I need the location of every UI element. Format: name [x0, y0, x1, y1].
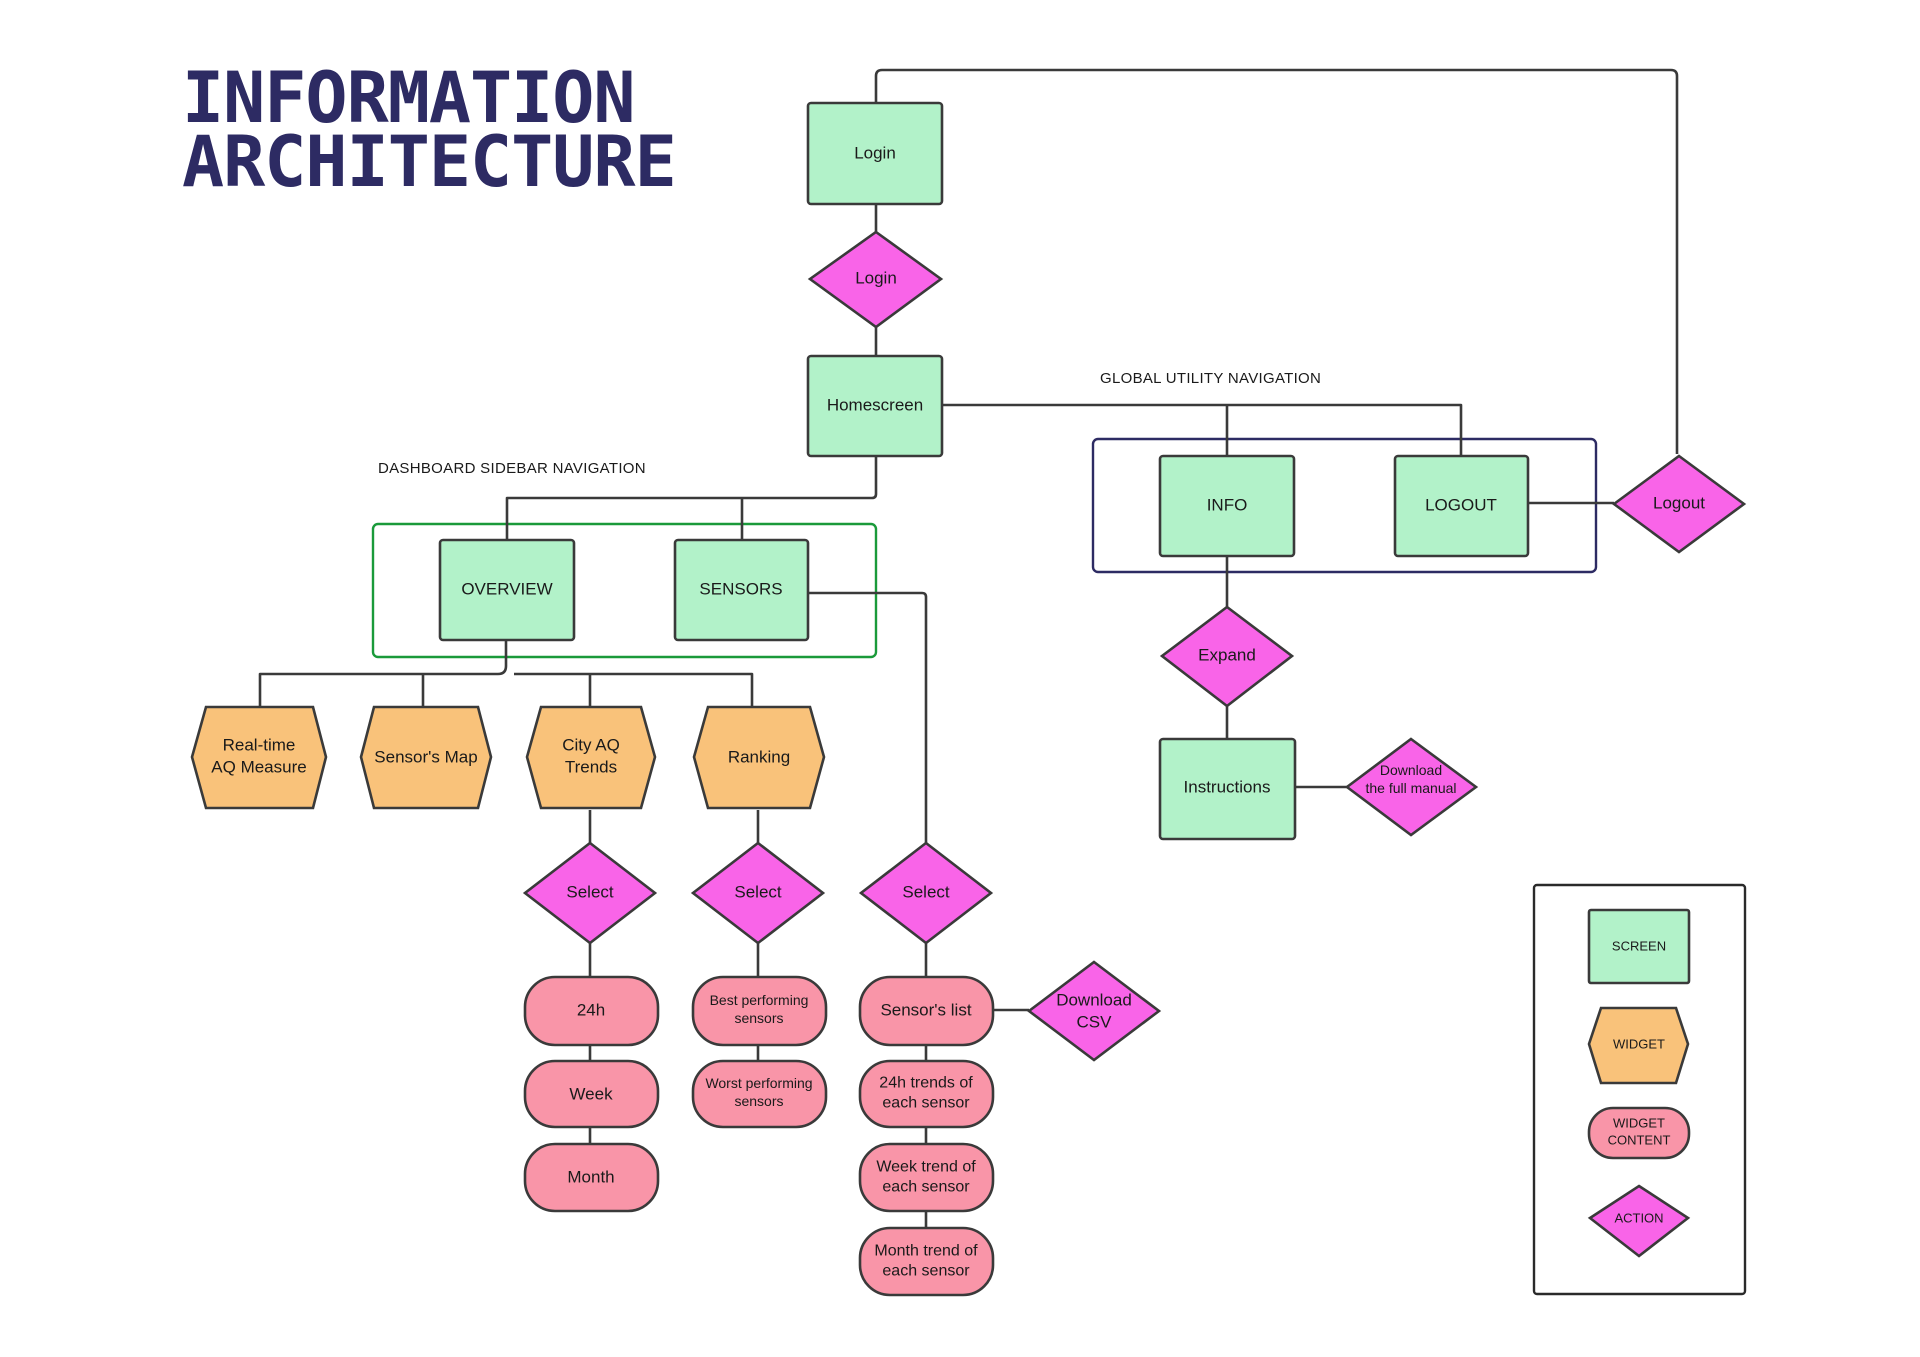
global-utility-group	[1091, 437, 1598, 574]
action-download-csv-label-2: CSV	[1077, 1013, 1113, 1032]
title-line-1: INFORMATION	[182, 57, 635, 139]
action-expand-label: Expand	[1198, 646, 1256, 665]
widget-city-trends-label-1: City AQ	[562, 736, 620, 755]
screen-homescreen-label: Homescreen	[827, 396, 923, 415]
widget-ranking: Ranking	[692, 705, 826, 810]
content-week-trend: Week trend of each sensor	[858, 1142, 995, 1213]
screen-info: INFO	[1158, 454, 1296, 558]
action-logout-label: Logout	[1653, 494, 1705, 513]
legend-widget-content: WIDGET CONTENT	[1587, 1106, 1691, 1160]
widget-realtime-label-1: Real-time	[223, 736, 296, 755]
connectors	[258, 68, 1679, 1228]
content-month-label: Month	[567, 1168, 614, 1187]
content-24h-label: 24h	[577, 1001, 605, 1020]
content-24h: 24h	[523, 975, 660, 1047]
legend-widget-content-label-2: CONTENT	[1608, 1133, 1671, 1148]
widget-ranking-label: Ranking	[728, 748, 790, 767]
legend-widget: WIDGET	[1587, 1006, 1690, 1085]
content-sensors-list: Sensor's list	[858, 975, 995, 1047]
widget-city-aq-trends: City AQ Trends	[525, 705, 657, 810]
action-select-ranking: Select	[690, 841, 826, 945]
title-line-2: ARCHITECTURE	[182, 121, 676, 203]
screen-info-label: INFO	[1207, 496, 1248, 515]
screen-overview-label: OVERVIEW	[461, 580, 552, 599]
action-expand: Expand	[1159, 605, 1295, 708]
content-week-label: Week	[569, 1085, 613, 1104]
content-worst-label-1: Worst performing	[705, 1075, 812, 1091]
content-month: Month	[523, 1142, 660, 1213]
content-month-trend-label-1: Month trend of	[874, 1243, 978, 1260]
action-download-manual-label-2: the full manual	[1365, 780, 1456, 796]
content-worst-performing-sensors: Worst performing sensors	[691, 1059, 828, 1129]
content-week: Week	[523, 1059, 660, 1129]
action-select-sensors-label: Select	[902, 883, 950, 902]
action-download-manual-label-1: Download	[1380, 762, 1442, 778]
widget-realtime-label-2: AQ Measure	[211, 758, 306, 777]
diagram-title: INFORMATION ARCHITECTURE	[182, 57, 677, 203]
screen-sensors: SENSORS	[673, 538, 810, 642]
screen-overview: OVERVIEW	[438, 538, 576, 642]
content-24h-trends: 24h trends of each sensor	[858, 1059, 995, 1129]
action-download-csv: Download CSV	[1026, 960, 1162, 1062]
legend-action: ACTION	[1587, 1184, 1691, 1258]
widget-sensors-map-label: Sensor's Map	[374, 748, 477, 767]
screen-logout-label: LOGOUT	[1425, 496, 1497, 515]
content-best-label-2: sensors	[734, 1010, 783, 1026]
screen-login-label: Login	[854, 144, 896, 163]
content-week-trend-label-1: Week trend of	[876, 1159, 976, 1176]
content-sensors-list-label: Sensor's list	[880, 1001, 971, 1020]
legend-screen: SCREEN	[1587, 908, 1691, 985]
action-select-trends: Select	[522, 841, 658, 945]
legend-widget-content-label-1: WIDGET	[1613, 1116, 1665, 1131]
action-login: Login	[807, 230, 944, 329]
action-select-trends-label: Select	[566, 883, 614, 902]
widget-city-trends-label-2: Trends	[565, 758, 617, 777]
screen-homescreen: Homescreen	[806, 354, 944, 458]
content-best-label-1: Best performing	[710, 992, 809, 1008]
screen-logout: LOGOUT	[1393, 454, 1530, 558]
action-download-manual: Download the full manual	[1344, 737, 1479, 837]
action-login-label: Login	[855, 269, 897, 288]
content-month-trend-label-2: each sensor	[882, 1263, 970, 1280]
dashboard-sidebar-group	[371, 522, 878, 659]
global-utility-navigation-label: GLOBAL UTILITY NAVIGATION	[1100, 370, 1321, 387]
legend-action-label: ACTION	[1614, 1211, 1663, 1226]
content-month-trend: Month trend of each sensor	[858, 1226, 995, 1297]
legend: SCREEN WIDGET WIDGET CONTENT ACTION	[1532, 883, 1747, 1296]
widget-sensors-map: Sensor's Map	[359, 705, 493, 810]
legend-widget-label: WIDGET	[1613, 1037, 1665, 1052]
widget-realtime-aq-measure: Real-time AQ Measure	[190, 705, 328, 810]
content-worst-label-2: sensors	[734, 1093, 783, 1109]
legend-screen-label: SCREEN	[1612, 939, 1666, 954]
action-select-sensors: Select	[858, 841, 994, 945]
action-logout: Logout	[1611, 454, 1747, 554]
content-24h-trends-label-1: 24h trends of	[879, 1075, 973, 1092]
content-24h-trends-label-2: each sensor	[882, 1095, 970, 1112]
content-week-trend-label-2: each sensor	[882, 1179, 970, 1196]
screen-instructions: Instructions	[1158, 737, 1297, 841]
screen-sensors-label: SENSORS	[699, 580, 782, 599]
action-download-csv-label-1: Download	[1056, 991, 1132, 1010]
dashboard-sidebar-navigation-label: DASHBOARD SIDEBAR NAVIGATION	[378, 460, 646, 477]
screen-login: Login	[806, 101, 944, 206]
action-select-ranking-label: Select	[734, 883, 782, 902]
content-best-performing-sensors: Best performing sensors	[691, 975, 828, 1047]
screen-instructions-label: Instructions	[1184, 778, 1271, 797]
